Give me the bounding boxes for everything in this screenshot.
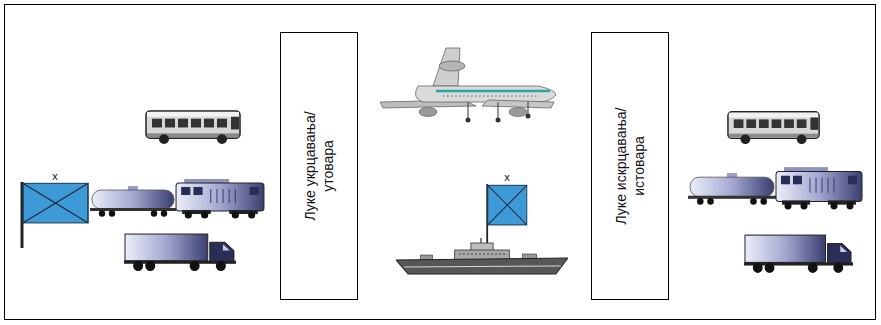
port-box: Луке укрцавања/утовара (280, 32, 358, 300)
bus-icon (146, 111, 240, 144)
truck-icon (744, 235, 853, 273)
port-label: Луке искрцавања/истовара (613, 96, 648, 237)
port-label: Луке укрцавања/утовара (302, 102, 337, 231)
locomotive-icon (176, 179, 264, 219)
locomotive-icon (776, 167, 862, 209)
airplane-icon (380, 48, 556, 123)
flag-mark: x (504, 172, 510, 183)
ship-icon (396, 238, 568, 274)
flag-icon (487, 184, 527, 250)
frame (5, 5, 876, 320)
port-box: Луке искрцавања/истовара (591, 32, 669, 300)
bus-icon (728, 112, 819, 144)
truck-icon (124, 234, 236, 271)
tank-car-icon (688, 173, 776, 205)
flag-icon (22, 182, 88, 248)
tank-car-icon (90, 186, 176, 217)
flag-mark: x (52, 171, 58, 182)
